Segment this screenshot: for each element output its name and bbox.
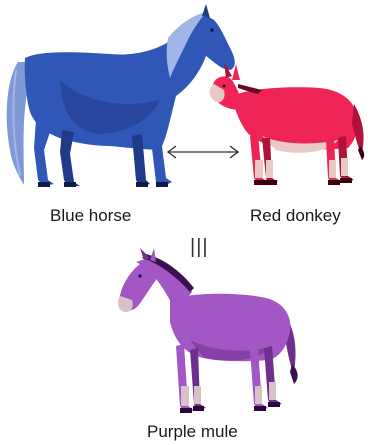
purple-mule-illustration [118, 248, 298, 413]
horse-body [25, 17, 235, 150]
blue-horse-illustration [7, 4, 235, 187]
donkey-caption: Red donkey [250, 206, 341, 226]
horse-leg-front-left [150, 130, 172, 186]
cross-arrow-icon [168, 146, 238, 158]
donkey-tail [352, 104, 364, 152]
red-donkey-illustration [210, 62, 364, 185]
horse-caption: Blue horse [50, 206, 131, 226]
equivalence-symbol: ||| [190, 236, 209, 259]
mule-caption: Purple mule [147, 422, 238, 442]
mule-ear [140, 248, 150, 260]
